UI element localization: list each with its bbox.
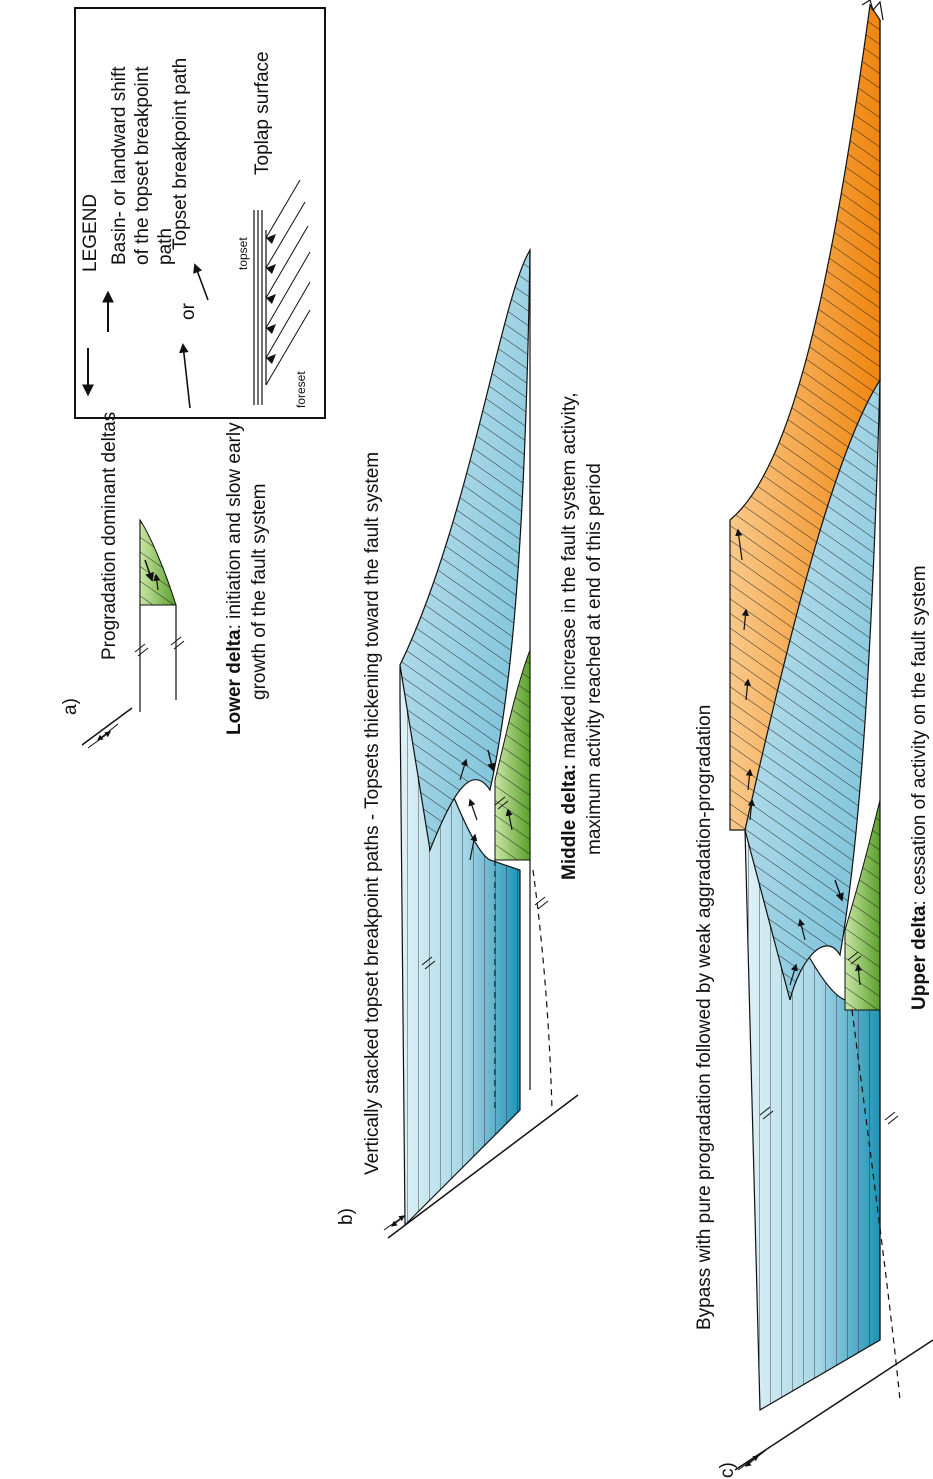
panel-c-caption: Upper delta: cessation of activity on th…: [909, 565, 930, 1010]
panel-a-caption-line1: Lower delta: initiation and slow early: [224, 422, 245, 735]
panel-b-caption-line1: Middle delta: marked increase in the fau…: [559, 393, 580, 880]
legend-title: LEGEND: [80, 194, 101, 272]
panel-c-caption-rest: : cessation of activity on the fault sys…: [909, 565, 930, 905]
panel-b-letter: b): [336, 1208, 357, 1225]
panel-c-title: Bypass with pure progradation followed b…: [694, 705, 715, 1330]
panel-b-title: Vertically stacked topset breakpoint pat…: [362, 452, 383, 1175]
middle-delta-body-b: [399, 247, 553, 1227]
panel-a-caption-bold: Lower delta: [224, 629, 245, 735]
panel-a: a) Progradation dominant deltas Lower de…: [60, 412, 270, 749]
legend-path-label: Topset breakpoint path: [170, 58, 191, 250]
topset-breakpoint-path-arrow-alt-icon: [193, 263, 209, 301]
panel-a-caption-rest: : initiation and slow early: [224, 422, 245, 629]
panel-b-caption-line2: maximum activity reached at end of this …: [584, 463, 605, 855]
toplap-surface-symbol-icon: [253, 179, 311, 405]
upper-delta-body-c: [729, 0, 901, 1412]
panel-b-caption-rest: marked increase in the fault system acti…: [559, 393, 580, 764]
legend-shift-label-line2: of the topset breakpoint: [132, 66, 153, 265]
panel-a-caption-line2: growth of the fault system: [249, 484, 270, 701]
legend-shift-label-line3: path: [155, 228, 176, 265]
legend-foreset-label: foreset: [294, 371, 308, 408]
panel-a-letter: a): [60, 698, 81, 715]
lower-delta-body-a: [134, 518, 185, 712]
panel-a-title: Progradation dominant deltas: [99, 412, 120, 660]
legend-shift-label-line1: Basin- or landward shift: [109, 66, 130, 265]
panel-c-letter: c): [717, 1462, 738, 1478]
legend-or-text: or: [178, 302, 199, 320]
panel-c-caption-bold: Upper delta: [909, 905, 930, 1010]
legend-box: LEGEND Basin- or landward shift of the t…: [74, 7, 326, 419]
legend-toplap-label: Toplap surface: [252, 51, 273, 175]
panel-b-caption-bold: Middle delta:: [559, 764, 580, 880]
panel-c: c) Bypass with pure progradation followe…: [694, 0, 933, 1478]
fault-symbol-a: [81, 707, 133, 749]
topset-breakpoint-path-arrow-icon: [179, 343, 191, 409]
legend-topset-label: topset: [236, 237, 250, 270]
fault-symbol-c: [734, 1339, 933, 1471]
panel-b: b) Vertically stacked topset breakpoint …: [336, 247, 605, 1239]
